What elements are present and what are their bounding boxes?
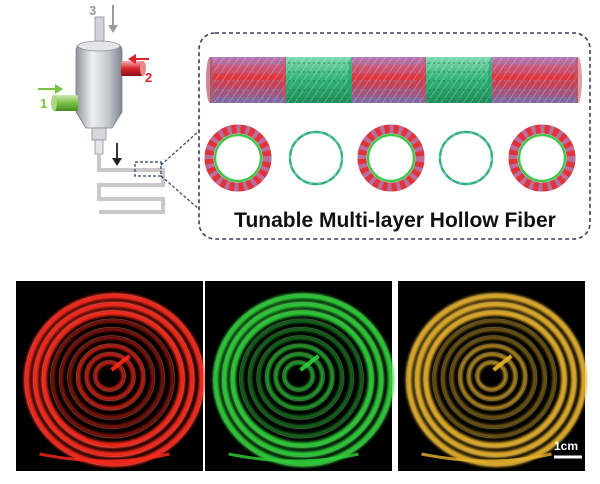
cross-section-green bbox=[438, 130, 494, 186]
serpentine-channel bbox=[97, 154, 165, 214]
callout-marker bbox=[134, 161, 162, 177]
cross-section-green bbox=[288, 130, 344, 186]
tube-segment-red bbox=[210, 57, 290, 103]
cross-section-red-green bbox=[508, 124, 576, 192]
cross-section-red-green bbox=[357, 124, 425, 192]
red-inlet-tube bbox=[121, 61, 143, 76]
microfluidic-device bbox=[51, 16, 146, 155]
green-inlet-tube bbox=[54, 95, 78, 111]
tube-segment-green bbox=[286, 57, 356, 103]
fiber-cross-sections bbox=[204, 124, 576, 192]
tube-segment-green bbox=[426, 57, 496, 103]
inlet-label-2: 2 bbox=[145, 70, 152, 85]
fiber-photos bbox=[16, 281, 587, 471]
green-fiber-coil bbox=[205, 281, 394, 471]
tube-segment-red bbox=[352, 57, 430, 103]
inlet-label-1: 1 bbox=[40, 96, 47, 111]
yellow-fiber-coil bbox=[398, 281, 587, 471]
flow-arrows bbox=[38, 5, 149, 166]
red-fiber-coil bbox=[16, 281, 205, 471]
tube-segment-red bbox=[492, 57, 582, 103]
scale-bar-label: 1cm bbox=[554, 439, 578, 453]
fiber-caption: Tunable Multi-layer Hollow Fiber bbox=[234, 209, 556, 232]
scale-bar: 1cm bbox=[554, 439, 582, 459]
hollow-fiber-tube bbox=[206, 57, 582, 103]
inlet-label-3: 3 bbox=[89, 3, 96, 18]
cross-section-red-green bbox=[204, 124, 272, 192]
